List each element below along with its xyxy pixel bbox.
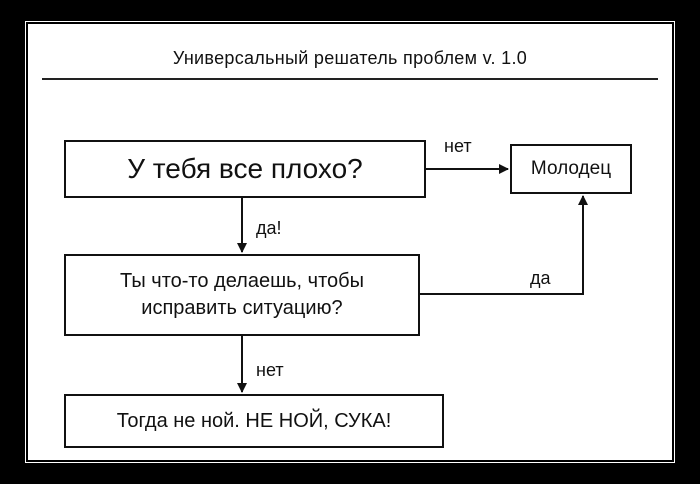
node-question-action: Ты что-то делаешь, чтобы исправить ситуа… bbox=[64, 254, 420, 336]
edge-label-yes-1: да! bbox=[256, 218, 282, 238]
edge-q2-good bbox=[420, 195, 588, 295]
edge-label-yes-2: да bbox=[530, 268, 551, 288]
node-conclusion: Тогда не ной. НЕ НОЙ, СУКА! bbox=[64, 394, 444, 448]
connector-lines bbox=[237, 164, 588, 393]
edge-label-no-1: нет bbox=[444, 136, 472, 156]
node-well-done: Молодец bbox=[510, 144, 632, 194]
node-question-bad: У тебя все плохо? bbox=[64, 140, 426, 198]
demotivator-frame: Универсальный решатель проблем v. 1.0 У … bbox=[30, 26, 670, 458]
edge-label-no-2: нет bbox=[256, 360, 284, 380]
title-divider bbox=[42, 78, 658, 80]
diagram-title: Универсальный решатель проблем v. 1.0 bbox=[172, 48, 528, 68]
